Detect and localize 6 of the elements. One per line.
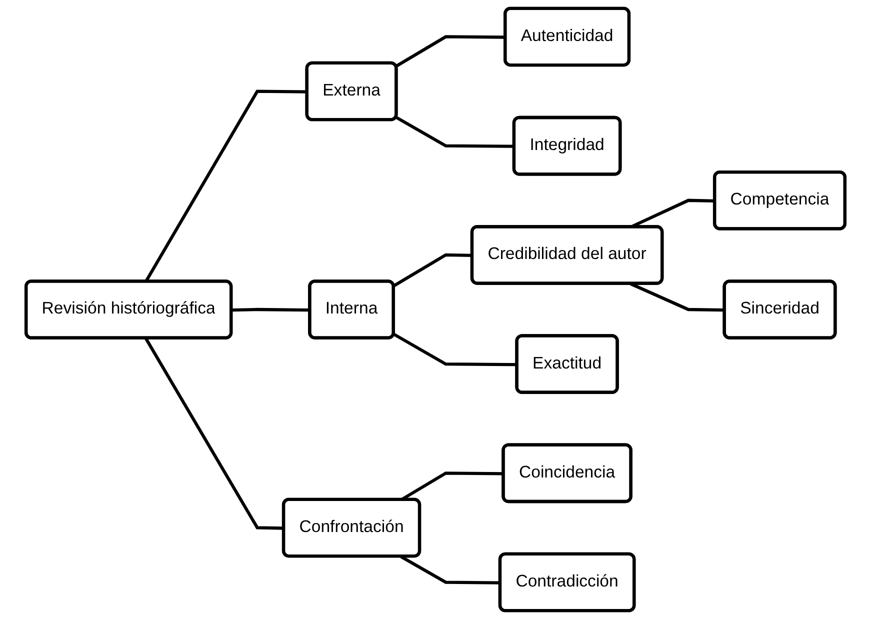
connector [144,338,284,530]
connector [393,253,473,288]
connector [395,35,506,68]
connector [395,116,514,148]
connector [232,308,310,312]
connector [393,332,518,366]
